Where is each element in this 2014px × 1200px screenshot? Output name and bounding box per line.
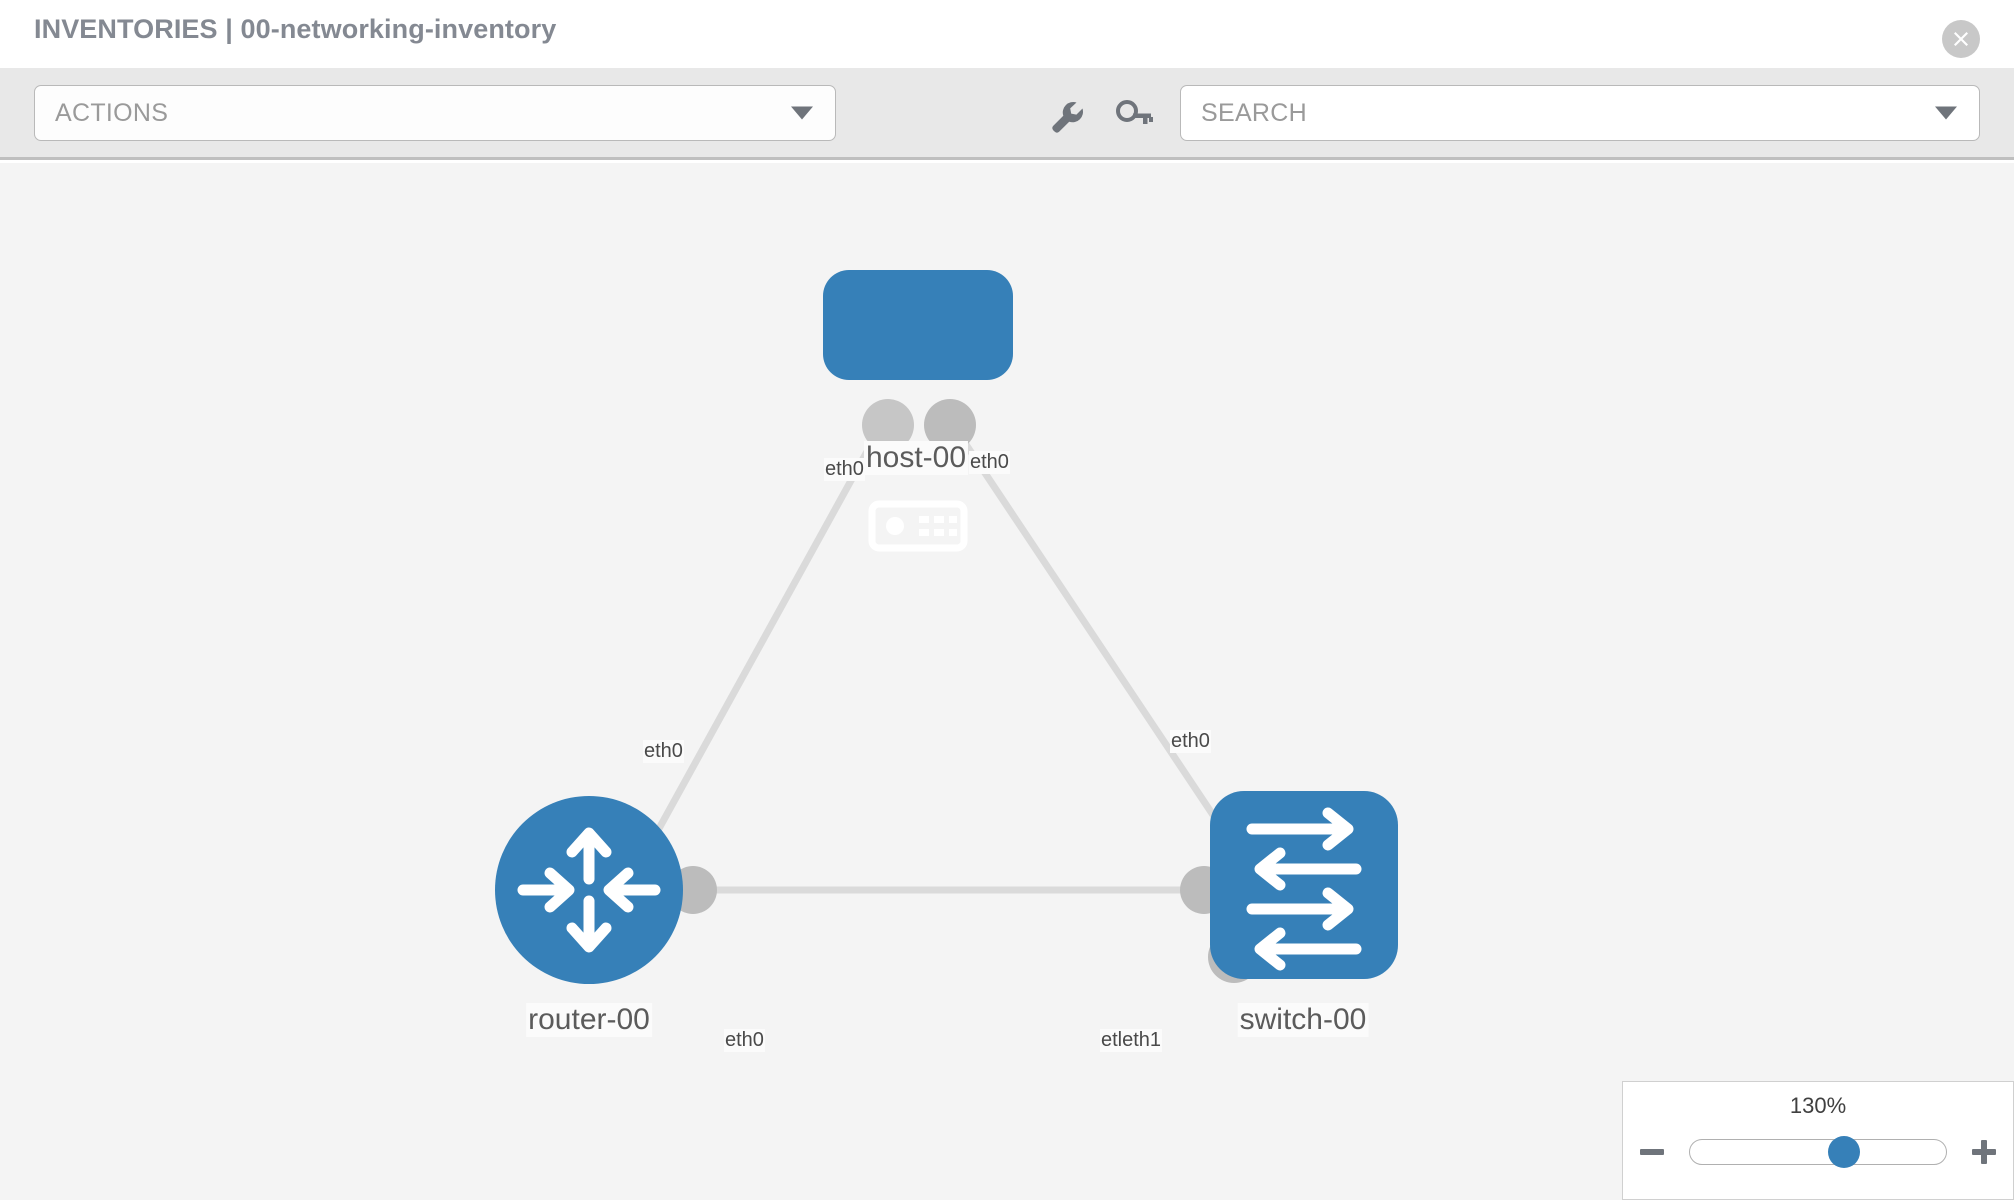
zoom-slider-handle[interactable] bbox=[1827, 1136, 1860, 1168]
switch-00-body bbox=[1210, 791, 1398, 979]
link-host00-router00 bbox=[636, 426, 884, 865]
wrench-icon[interactable] bbox=[1045, 96, 1087, 138]
node-label-switch-00: switch-00 bbox=[1237, 1003, 1369, 1037]
page-title: INVENTORIES | 00-networking-inventory bbox=[34, 14, 557, 44]
topology-canvas[interactable]: host-00 router-00 switch-00 eth0 eth0 et… bbox=[0, 163, 2014, 1200]
server-icon bbox=[868, 500, 968, 552]
chevron-down-icon bbox=[791, 106, 813, 120]
switch-arrows-icon bbox=[1246, 807, 1362, 971]
chevron-down-icon bbox=[1935, 106, 1957, 120]
iface-label-host00-right: eth0 bbox=[969, 451, 1010, 474]
topology-graph bbox=[495, 270, 1398, 984]
zoom-control-panel: 130% bbox=[1622, 1081, 2014, 1200]
node-switch-00 bbox=[1210, 791, 1398, 979]
search-placeholder: SEARCH bbox=[1201, 98, 1307, 127]
topology-links bbox=[636, 426, 1250, 894]
router-arrows-icon bbox=[517, 827, 661, 953]
actions-dropdown[interactable]: ACTIONS bbox=[34, 85, 836, 141]
zoom-in-button[interactable] bbox=[1969, 1137, 1999, 1167]
link-host00-switch00 bbox=[952, 426, 1248, 865]
key-icon[interactable] bbox=[1112, 96, 1154, 138]
zoom-slider[interactable] bbox=[1689, 1136, 1947, 1168]
router-00-body bbox=[495, 796, 683, 984]
node-label-router-00: router-00 bbox=[526, 1003, 652, 1037]
zoom-level-value: 130% bbox=[1789, 1093, 1847, 1118]
close-icon[interactable] bbox=[1942, 20, 1980, 58]
connector-host00-left bbox=[862, 399, 914, 451]
host-00-body bbox=[823, 270, 1013, 380]
iface-label-host00-left: eth0 bbox=[824, 458, 865, 481]
node-host-00 bbox=[823, 270, 1013, 552]
zoom-out-button[interactable] bbox=[1637, 1137, 1667, 1167]
iface-label-router00-up: eth0 bbox=[643, 740, 684, 763]
iface-label-switch00-up: eth0 bbox=[1170, 730, 1211, 753]
node-label-host-00: host-00 bbox=[863, 441, 969, 475]
iface-label-switch00-left: etleth1 bbox=[1100, 1029, 1163, 1052]
page-header: INVENTORIES | 00-networking-inventory bbox=[0, 0, 2014, 68]
node-router-00 bbox=[495, 796, 683, 984]
iface-label-router00-right: eth0 bbox=[724, 1029, 765, 1052]
topology-connectors bbox=[669, 399, 1260, 983]
search-input[interactable]: SEARCH bbox=[1180, 85, 1980, 141]
connector-host00-right bbox=[924, 399, 976, 451]
actions-dropdown-label: ACTIONS bbox=[55, 98, 169, 127]
